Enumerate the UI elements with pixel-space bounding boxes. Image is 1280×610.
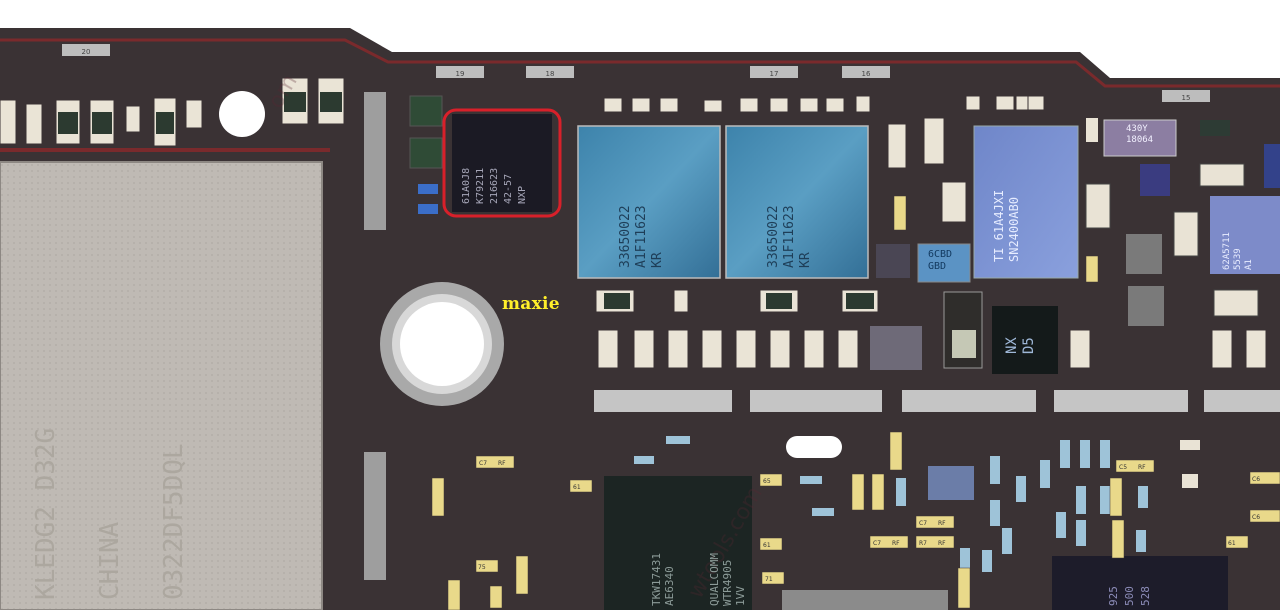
memory-chip-a [577, 125, 721, 279]
bottom-passives [634, 436, 1200, 572]
highlighted-chip[interactable] [442, 108, 562, 218]
svg-text:RF: RF [498, 460, 506, 467]
svg-text:C7: C7 [919, 520, 927, 527]
small-chip-a [1103, 119, 1177, 157]
component-labels [431, 195, 1280, 610]
memory-chip-b [725, 125, 869, 279]
board-edge-trace [0, 38, 1280, 88]
ti-pmic-text: TI 61A4JXI SN2400AB0 [992, 189, 1021, 262]
svg-text:61: 61 [1228, 540, 1236, 547]
highlighted-chip-text: 61A0J8 K79211 216623 42-57 NXP [461, 167, 528, 204]
bottom-right-chip [1052, 556, 1228, 610]
small-chip-b-text: 6CBD GBD [928, 249, 953, 272]
component-label-text: C7 RF C7 RF C7 RF R7 RF C5 RF C6 C6 61 6… [478, 460, 1260, 583]
memory-chip-b-text: 33650022 A1F11623 KR [766, 205, 813, 268]
tab-label-17: 17 [770, 70, 779, 78]
small-chip-c-text: NX D5 [1004, 337, 1037, 354]
svg-text:C6: C6 [1252, 514, 1260, 521]
svg-text:C7: C7 [873, 540, 881, 547]
svg-text:RF: RF [892, 540, 900, 547]
svg-text:75: 75 [478, 564, 486, 571]
svg-text:RF: RF [938, 540, 946, 547]
small-chip-a-text: 430Y 18064 [1126, 124, 1154, 145]
svg-text:RF: RF [938, 520, 946, 527]
tab-label-19: 19 [456, 70, 465, 78]
tab-label-20: 20 [82, 48, 91, 56]
tab-label-18: 18 [546, 70, 555, 78]
svg-text:C6: C6 [1252, 476, 1260, 483]
ti-pmic-chip [973, 125, 1079, 279]
small-chip-c [992, 306, 1058, 374]
svg-text:71: 71 [765, 576, 773, 583]
edge-tabs: 20 19 18 17 16 15 [62, 44, 1210, 102]
shield-can [0, 161, 323, 610]
svg-text:65: 65 [763, 478, 771, 485]
mounting-hole-small [219, 91, 265, 137]
shield-can-text: KLEDG2 D32G CHINA 0322DF5DQL [31, 427, 189, 600]
qualcomm-chip-id-text: TKW17431 AE6340 [650, 553, 676, 606]
annotation-label: maxie [502, 294, 560, 314]
tab-label-16: 16 [862, 70, 871, 78]
qualcomm-chip [604, 476, 752, 610]
svg-text:61: 61 [763, 542, 771, 549]
svg-text:C7: C7 [479, 460, 487, 467]
grey-strips [594, 390, 1280, 412]
small-chip-d-text: 62A5711 5539 A1 [1222, 232, 1254, 270]
bottom-right-chip-text: 925 500 528 [1107, 586, 1152, 606]
qualcomm-chip-text: QUALCOMM WTR4905 1VV [708, 553, 747, 606]
top-middle-passives [603, 95, 1045, 223]
small-chip-b [917, 243, 971, 283]
memory-chip-a-text: 33650022 A1F11623 KR [618, 205, 665, 268]
svg-text:C5: C5 [1119, 464, 1127, 471]
svg-text:R7: R7 [919, 540, 927, 547]
svg-text:RF: RF [1138, 464, 1146, 471]
tab-label-15: 15 [1182, 94, 1191, 102]
svg-text:61: 61 [573, 484, 581, 491]
